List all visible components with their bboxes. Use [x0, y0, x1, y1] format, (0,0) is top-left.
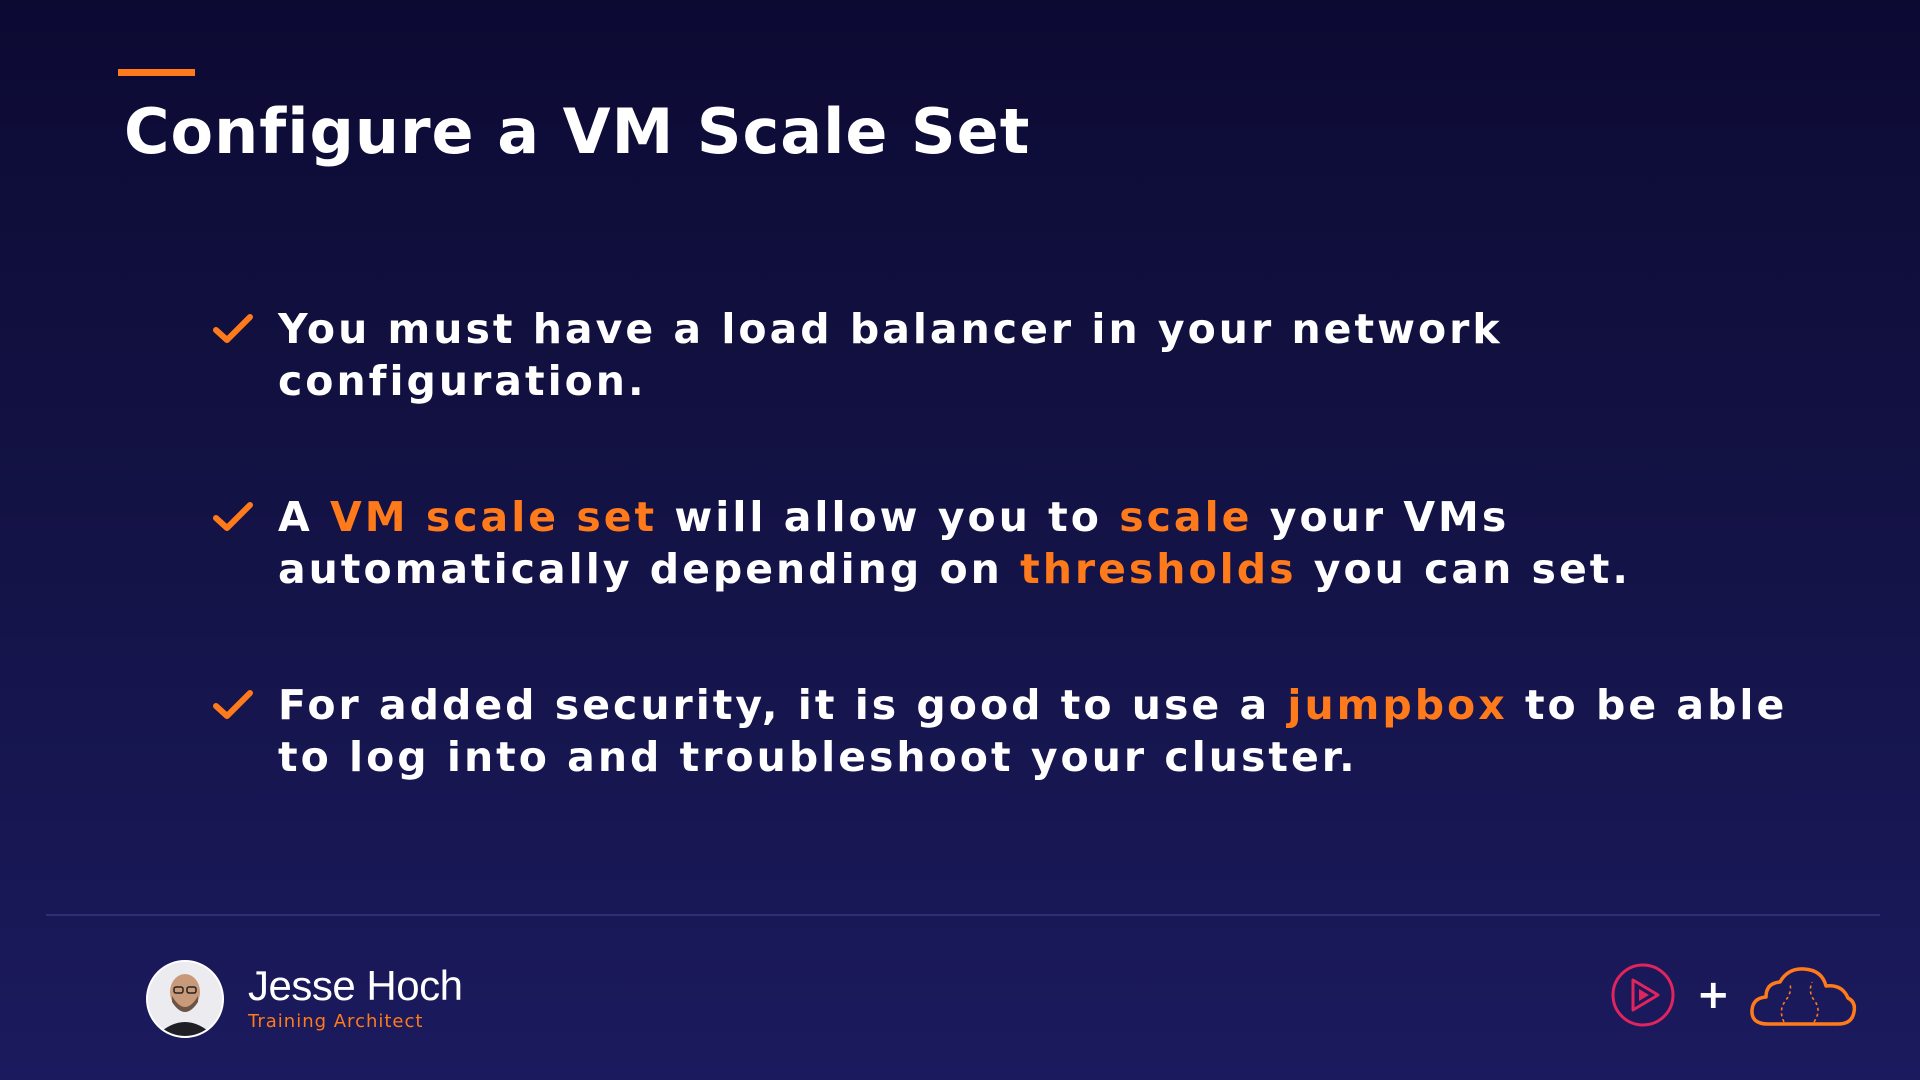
highlight-term: scale — [1119, 493, 1253, 541]
bullet-item: A VM scale set will allow you to scale y… — [212, 491, 1832, 595]
highlight-term: thresholds — [1020, 545, 1297, 593]
bullet-text-segment: For added security, it is good to use a — [278, 681, 1288, 729]
checkmark-icon — [213, 314, 253, 343]
highlight-term: jumpbox — [1287, 681, 1508, 729]
highlight-term: VM scale set — [330, 493, 658, 541]
presenter-info: Jesse Hoch Training Architect — [146, 960, 463, 1038]
bullet-text-segment: You must have a load balancer in your ne… — [278, 305, 1503, 405]
checkmark-icon — [213, 502, 253, 531]
presenter-role: Training Architect — [248, 1011, 424, 1032]
bullet-text-segment: you can set. — [1296, 545, 1631, 593]
slide-title: Configure a VM Scale Set — [124, 95, 1031, 168]
footer-divider — [46, 914, 1880, 916]
bullet-item: You must have a load balancer in your ne… — [212, 303, 1832, 407]
bullet-text-segment: A — [278, 493, 331, 541]
bullet-text-segment: to be able to log into and troubleshoot … — [278, 681, 1788, 781]
title-accent-bar — [118, 69, 195, 76]
bullet-text-segment: will allow you to — [657, 493, 1120, 541]
presenter-name: Jesse Hoch — [248, 962, 463, 1009]
avatar-portrait-icon — [148, 962, 222, 1036]
bullet-text: For added security, it is good to use a … — [278, 679, 1832, 783]
bullet-text: A VM scale set will allow you to scale y… — [278, 491, 1832, 595]
bullet-text: You must have a load balancer in your ne… — [278, 303, 1832, 407]
bullet-list: You must have a load balancer in your ne… — [212, 303, 1832, 867]
cloud-logo-icon — [1750, 967, 1857, 1026]
avatar — [146, 960, 224, 1038]
presenter-text: Jesse Hoch Training Architect — [248, 962, 463, 1034]
brand-logos: + — [1610, 962, 1858, 1028]
checkmark-icon — [213, 690, 253, 719]
bullet-item: For added security, it is good to use a … — [212, 679, 1832, 783]
bullet-text-segment: your VMs automatically depending on — [278, 493, 1510, 593]
logo-plus-sign: + — [1696, 972, 1730, 1018]
play-logo-icon — [1611, 963, 1675, 1027]
